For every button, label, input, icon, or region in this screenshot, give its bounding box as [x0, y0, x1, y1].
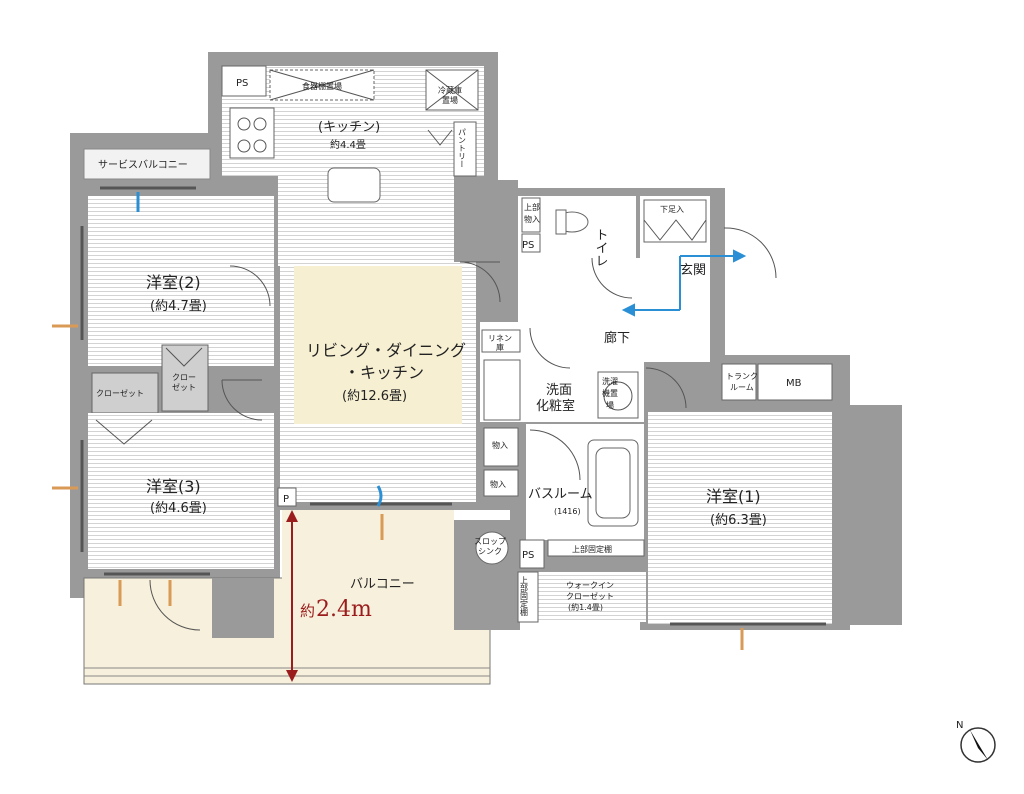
dish-storage-label: 食器棚置場 [302, 81, 342, 91]
closet-2-label-2: ゼット [172, 382, 196, 392]
dimension-prefix: 約 [300, 602, 315, 620]
kitchen-size: 約4.4畳 [330, 138, 366, 151]
ldk-name-2: ・キッチン [344, 363, 424, 382]
shoe-box-label: 下足入 [660, 205, 684, 214]
entrance-name: 玄関 [680, 263, 706, 278]
western-1-name: 洋室(1) [706, 487, 761, 506]
western-2-name: 洋室(2) [146, 273, 201, 292]
ldk-name-1: リビング・ダイニング [306, 341, 466, 360]
washroom-name-1: 洗面 [546, 383, 572, 398]
p-balcony-label: P [283, 494, 289, 505]
right-fixtures [277, 197, 707, 623]
western-3-name: 洋室(3) [146, 477, 201, 496]
storage-2-label: 物入 [490, 479, 506, 489]
fridge-label-2: 置場 [442, 95, 458, 105]
bathroom-name: バスルーム [528, 487, 593, 502]
service-balcony-name: サービスバルコニー [98, 159, 188, 171]
walkin-size: (約1.4畳) [568, 602, 603, 612]
washroom-name-2: 化粧室 [536, 398, 575, 414]
ps-kitchen-label: PS [236, 78, 248, 89]
washer-label-2: 機置 [602, 388, 618, 398]
linen-label-2: 庫 [496, 342, 504, 352]
windows [80, 186, 826, 626]
washer-label-1: 洗濯 [602, 376, 618, 386]
closet-2-label-1: クロー [172, 373, 196, 382]
room-labels: (キッチン) 約4.4畳 リビング・ダイニング ・キッチン (約12.6畳) 洋… [98, 120, 802, 612]
upper-shelf-label: 上部固定棚 [572, 544, 612, 554]
kitchen-fixtures [221, 65, 479, 203]
ldk-size: (約12.6畳) [342, 389, 407, 404]
trunk-room-name-2: ルーム [730, 383, 754, 392]
ps-bath-label: PS [522, 550, 534, 561]
slop-sink-label-2: シンク [478, 547, 502, 556]
flow-arrows [621, 249, 747, 317]
balcony-area [83, 510, 520, 685]
toilet-name: トイレ [593, 228, 608, 267]
upper-shelf-side-label: 上部固定棚 [520, 576, 529, 617]
walkin-name-1: ウォークイン [566, 581, 614, 590]
storage-1-label: 物入 [492, 440, 508, 450]
slop-sink-label-1: スロップ [474, 537, 506, 546]
closet-1-label: クローゼット [96, 388, 144, 398]
washer-label-3: 場 [606, 400, 614, 410]
compass: N [956, 720, 996, 763]
western-1-size: (約6.3畳) [710, 513, 767, 528]
western-3-size: (約4.6畳) [150, 501, 207, 516]
pantry-label: パントリー [458, 128, 467, 168]
upper-storage-label-1: 上部 [524, 202, 540, 212]
hallway-name: 廊下 [604, 330, 630, 346]
linen-label-1: リネン [488, 334, 512, 343]
upper-storage-label-2: 物入 [524, 214, 540, 224]
fixture-labels: PS 食器棚置場 冷蔵庫 置場 パントリー 上部 物入 PS 下足入 リネン 庫… [96, 78, 684, 617]
fridge-label-1: 冷蔵庫 [438, 85, 462, 95]
airflow-marks [52, 192, 744, 650]
dimension-value: 2.4m [316, 597, 372, 622]
balcony-name: バルコニー [350, 577, 415, 592]
western-2-size: (約4.7畳) [150, 299, 207, 314]
door-swings [95, 129, 777, 631]
kitchen-name: (キッチン) [318, 120, 380, 135]
bathroom-size: (1416) [554, 507, 581, 516]
ceiling-height-dimension: 約 2.4m [286, 510, 372, 682]
trunk-room-name-1: トランク [726, 372, 758, 381]
mb-name: MB [786, 378, 802, 389]
walkin-name-2: クローゼット [566, 591, 614, 601]
ps-toilet-label: PS [522, 240, 534, 251]
compass-north-label: N [956, 720, 963, 731]
